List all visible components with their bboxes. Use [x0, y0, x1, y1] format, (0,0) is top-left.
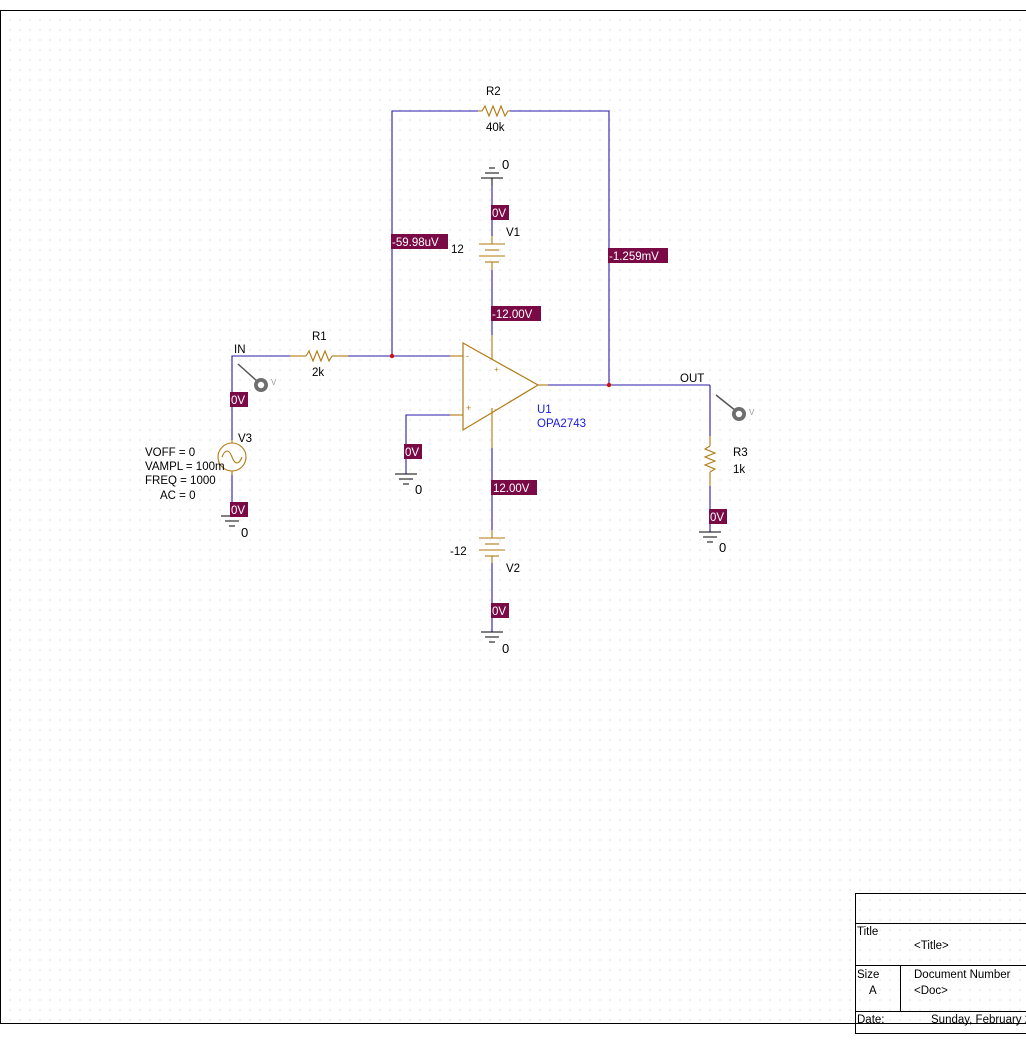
r1-value: 2k [312, 367, 324, 379]
voltage-readout-v2-bottom: 0V [491, 603, 509, 618]
ground-v2[interactable]: 0 [481, 631, 509, 656]
voltage-r2-left-text: -59.98uV [392, 237, 439, 249]
voltage-v1-bottom-text: -12.00V [492, 309, 533, 321]
voltage-r2-right-text: -1.259mV [609, 251, 659, 263]
voltage-readout-v1-top: 0V [491, 205, 509, 220]
voltage-readout-v1-bottom: -12.00V [491, 306, 541, 321]
voltage-v3-bottom-text: 0V [231, 505, 245, 517]
opamp-u1[interactable]: - + + - U1 OPA2743 [450, 335, 586, 448]
r3-ref: R3 [733, 447, 748, 459]
voltage-in-text: 0V [231, 395, 245, 407]
title-block-size-value: A [869, 985, 877, 997]
title-block-date-label: Date: [857, 1014, 885, 1026]
r3-value: 1k [733, 464, 745, 476]
battery-v1[interactable]: V1 12 [451, 227, 520, 270]
v3-ref: V3 [238, 433, 252, 445]
u1-part: OPA2743 [537, 418, 586, 430]
voltage-r3-bottom-text: 0V [710, 512, 724, 524]
probe-in-letter: V [271, 378, 277, 387]
resistor-r2[interactable]: R2 40k [478, 86, 510, 134]
resistor-r3[interactable]: R3 1k [703, 436, 748, 486]
v2-ref: V2 [506, 563, 520, 575]
title-block-size-label: Size [857, 969, 879, 981]
ground-r3[interactable]: 0 [699, 531, 726, 555]
v3-param-ac: AC = 0 [160, 490, 195, 502]
title-block-docnum-value: <Doc> [914, 985, 948, 997]
probe-out-letter: V [749, 408, 755, 417]
voltage-readout-r3-bottom: 0V [709, 509, 727, 524]
svg-text:+: + [494, 365, 499, 374]
title-block-title-value: <Title> [914, 940, 949, 952]
net-label-out[interactable]: OUT [680, 373, 704, 385]
voltage-v2-top-text: 12.00V [493, 483, 530, 495]
ground-v1-label: 0 [502, 157, 509, 172]
sine-source-v3[interactable]: V3 VOFF = 0 VAMPL = 100m FREQ = 1000 AC … [145, 433, 252, 502]
v3-param-voff: VOFF = 0 [145, 447, 195, 459]
ground-v3[interactable]: 0 [221, 515, 248, 540]
title-block-docnum-label: Document Number [914, 969, 1011, 981]
junction-output [606, 382, 612, 388]
v3-param-freq: FREQ = 1000 [145, 475, 216, 487]
voltage-v2-bottom-text: 0V [492, 606, 506, 618]
wire-feedback-left[interactable] [391, 110, 478, 356]
r2-value: 40k [486, 122, 505, 134]
voltage-probe-out[interactable]: V [715, 394, 755, 421]
svg-text:-: - [466, 351, 469, 361]
page-border [0, 10, 1026, 1024]
ground-r3-label: 0 [719, 540, 726, 555]
svg-text:-: - [494, 405, 497, 414]
junction-minus [389, 353, 395, 359]
ground-v1[interactable]: 0 [481, 157, 509, 186]
u1-ref: U1 [537, 404, 552, 416]
voltage-readout-r2-right: -1.259mV [608, 248, 668, 263]
title-block [855, 893, 1026, 1034]
v2-value: -12 [450, 546, 467, 558]
voltage-readout-v3-bottom: 0V [230, 502, 248, 517]
wires [231, 110, 711, 632]
wire-feedback-right[interactable] [510, 110, 610, 385]
voltage-v1-top-text: 0V [492, 208, 506, 220]
resistor-r1[interactable]: R1 2k [290, 331, 348, 379]
svg-text:+: + [466, 403, 471, 413]
voltage-readout-r2-left: -59.98uV [391, 234, 448, 249]
voltage-readout-v2-top: 12.00V [491, 480, 537, 495]
v1-value: 12 [451, 244, 464, 256]
ground-plus-input[interactable]: 0 [395, 473, 422, 497]
voltage-readout-in: 0V [230, 392, 248, 407]
ground-plus-label: 0 [415, 482, 422, 497]
wire-in-net[interactable] [231, 355, 290, 440]
r1-ref: R1 [312, 331, 327, 343]
voltage-readout-plus-input: 0V [404, 444, 422, 459]
title-block-title-label: Title [857, 926, 878, 938]
ground-v2-label: 0 [502, 641, 509, 656]
battery-v2[interactable]: V2 -12 [450, 530, 520, 575]
title-block-date-value: Sunday, February 2 [931, 1014, 1026, 1026]
ground-v3-label: 0 [241, 525, 248, 540]
voltage-plus-input-text: 0V [405, 447, 419, 459]
voltage-probe-in[interactable]: V [237, 363, 277, 392]
v3-param-vampl: VAMPL = 100m [145, 461, 225, 473]
r2-ref: R2 [486, 86, 501, 98]
net-label-in[interactable]: IN [234, 344, 246, 356]
v1-ref: V1 [506, 227, 520, 239]
